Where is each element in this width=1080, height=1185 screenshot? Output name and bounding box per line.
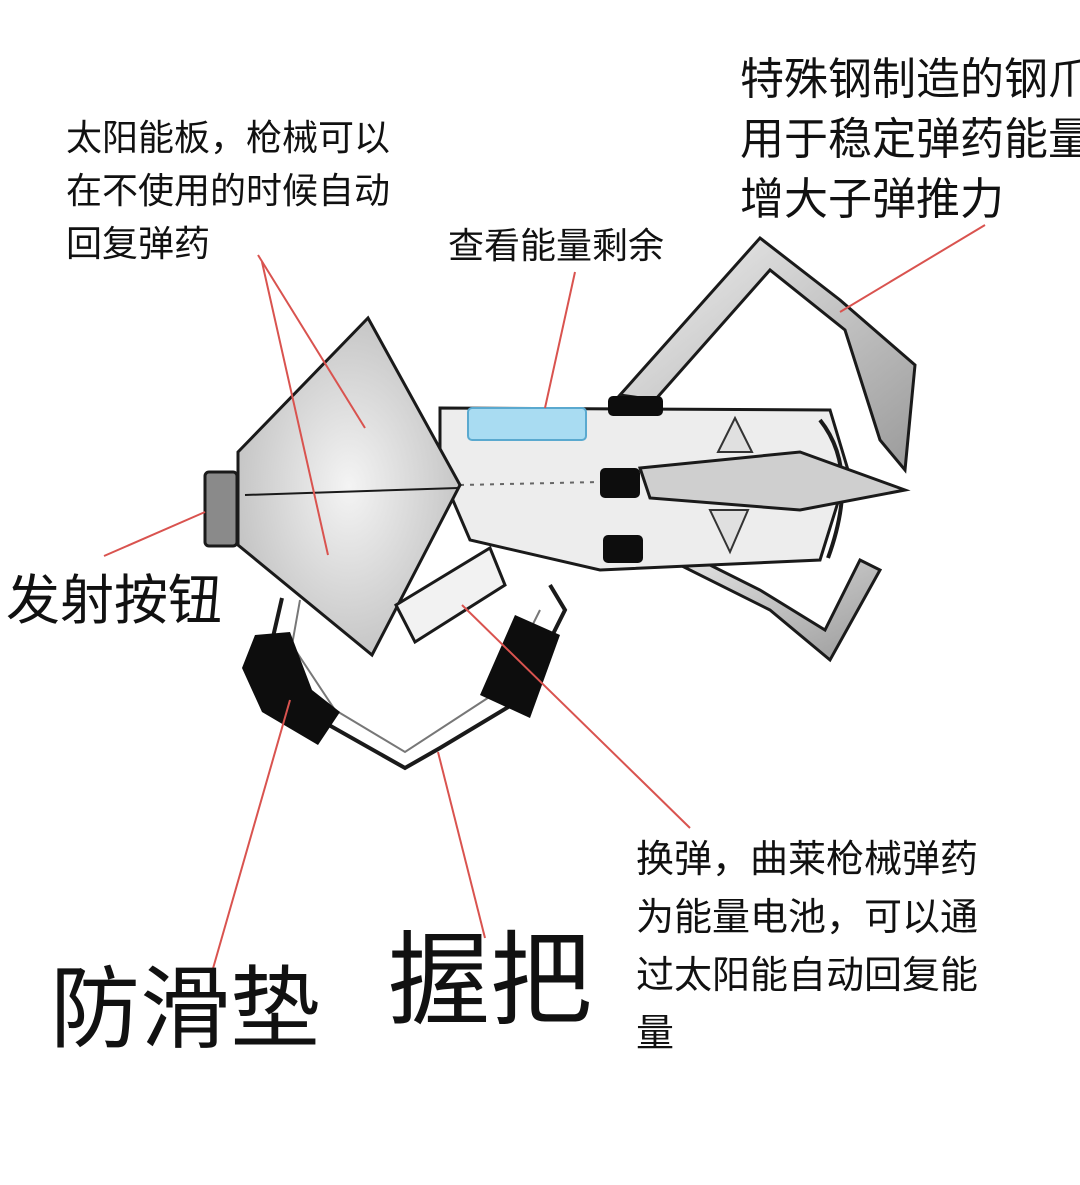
steel-frame-label-line-1: 特殊钢制造的钢爪 <box>740 54 1080 105</box>
fire-button <box>203 470 239 548</box>
solar-panel-label-line-1: 太阳能板，枪械可以 <box>66 118 391 159</box>
leader-steel <box>839 224 986 313</box>
leader-pad <box>211 699 291 973</box>
anti-slip-pad-label: 防滑垫 <box>50 957 320 1062</box>
solar-panel-label: 太阳能板，枪械可以 在不使用的时候自动 回复弹药 <box>66 112 390 271</box>
reload-label-line-1: 换弹，曲莱枪械弹药 <box>636 837 979 881</box>
energy-gauge <box>467 407 587 441</box>
barrel-spike <box>637 450 911 512</box>
leader-energy <box>544 271 576 409</box>
barrel-diamond-top <box>716 415 754 453</box>
leader-fire <box>103 511 206 557</box>
leader-lines <box>103 224 986 973</box>
leader-solar-a <box>257 254 366 429</box>
reload-label-line-4: 量 <box>636 1011 675 1055</box>
anti-slip-pad-left <box>242 632 340 745</box>
steel-frame-label-line-3: 增大子弹推力 <box>740 174 1004 225</box>
leader-reload <box>461 604 691 829</box>
energy-gauge-label: 查看能量剩余 <box>448 226 665 267</box>
barrel-diamond-bottom <box>708 509 750 555</box>
reload-tab <box>394 545 507 645</box>
steel-frame-label-line-2: 用于稳定弹药能量 <box>740 114 1080 165</box>
reload-label-line-2: 为能量电池，可以通 <box>636 895 979 939</box>
barrel-clip-top <box>608 396 663 416</box>
fire-button-label: 发射按钮 <box>6 569 222 632</box>
solar-panel-label-line-3: 回复弹药 <box>66 224 211 265</box>
barrel-clip-middle <box>600 468 640 498</box>
barrel-center-line <box>459 481 601 486</box>
barrel-clip-bottom <box>603 535 643 563</box>
leader-grip <box>437 751 486 939</box>
steel-frame-label: 特殊钢制造的钢爪 用于稳定弹药能量 增大子弹推力 <box>740 50 1080 230</box>
leader-solar-b <box>261 261 329 556</box>
reload-label-line-3: 过太阳能自动回复能 <box>636 953 979 997</box>
upper-steel-claw <box>617 235 917 474</box>
solar-panel-label-line-2: 在不使用的时候自动 <box>66 171 391 212</box>
anti-slip-pad-right <box>480 615 560 718</box>
grip-label: 握把 <box>388 922 592 1041</box>
solar-panel-divider <box>244 487 459 496</box>
reload-label: 换弹，曲莱枪械弹药 为能量电池，可以通 过太阳能自动回复能 量 <box>636 830 978 1062</box>
